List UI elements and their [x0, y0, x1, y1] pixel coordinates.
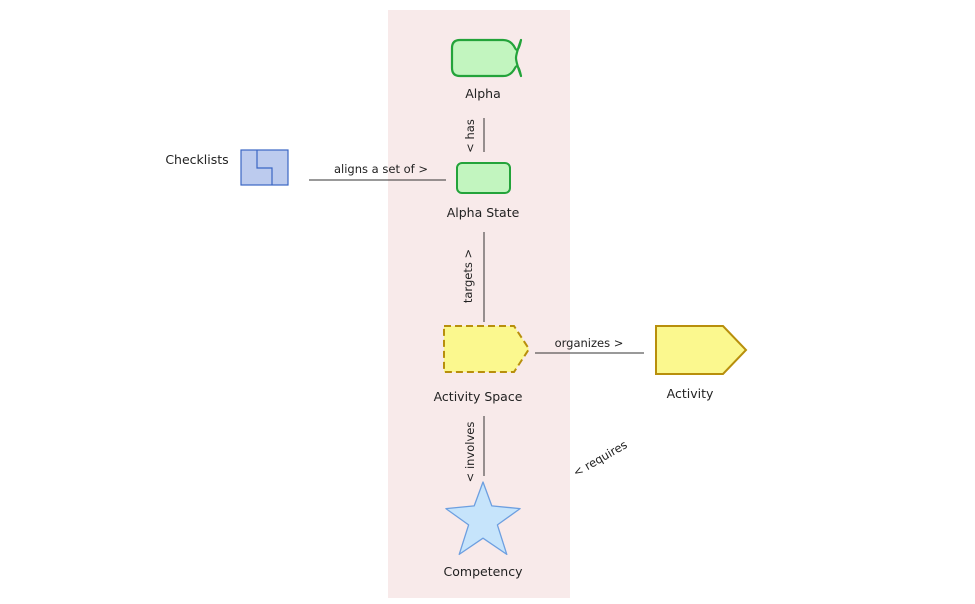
- edge-label-aligns: aligns a set of >: [334, 162, 428, 176]
- checklist-icon: [240, 149, 289, 186]
- activity-space-node[interactable]: Activity Space: [434, 325, 531, 404]
- alpha-label: Alpha: [465, 86, 501, 101]
- checklists-label: Checklists: [165, 152, 228, 167]
- edge-label-requires: < requires: [570, 437, 629, 479]
- competency-label: Competency: [444, 564, 524, 579]
- checklists-node[interactable]: Checklists: [165, 149, 289, 186]
- activity-node[interactable]: Activity: [655, 325, 748, 401]
- edge-label-targets: targets >: [461, 249, 475, 303]
- alpha-state-label: Alpha State: [447, 205, 520, 220]
- alpha-node[interactable]: Alpha: [450, 38, 523, 101]
- alpha-state-icon: [456, 162, 511, 194]
- edge-label-has: < has: [463, 119, 477, 153]
- activity-icon: [655, 325, 748, 375]
- edge-label-involves: < involves: [463, 422, 477, 483]
- competency-node[interactable]: Competency: [444, 481, 524, 579]
- alpha-state-node[interactable]: Alpha State: [447, 162, 520, 220]
- activity-space-label: Activity Space: [434, 389, 523, 404]
- activity-space-icon: [443, 325, 531, 373]
- activity-label: Activity: [667, 386, 714, 401]
- edge-label-organizes: organizes >: [555, 336, 624, 350]
- star-icon: [445, 481, 521, 556]
- alpha-icon: [450, 38, 523, 78]
